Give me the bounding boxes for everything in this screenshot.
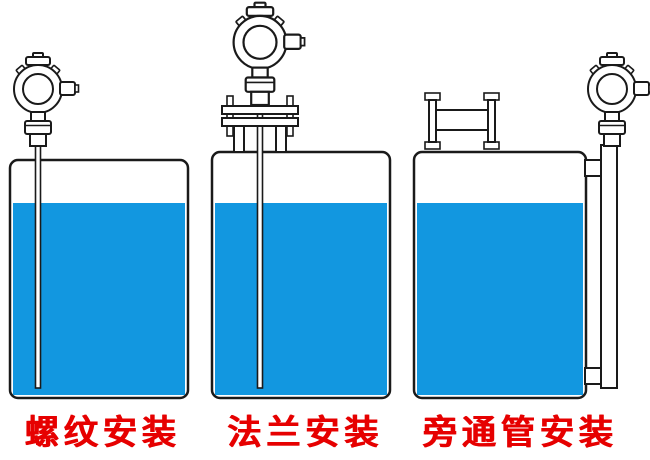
label-flange-installation: 法兰安装 xyxy=(227,414,383,452)
liquid-fill xyxy=(13,203,185,395)
mounting-nozzle xyxy=(275,125,287,153)
bypass-pipe xyxy=(584,144,618,389)
flange-plate xyxy=(221,105,299,115)
label-threaded-installation: 螺纹安装 xyxy=(24,414,181,452)
bypass-chamber xyxy=(600,144,618,389)
top-nozzle-flange xyxy=(424,92,500,150)
level-transmitter-icon xyxy=(13,52,80,147)
top-pipe xyxy=(435,109,489,131)
flange-bolt xyxy=(286,95,294,137)
flange-plate xyxy=(487,99,496,143)
tank-bypass xyxy=(412,52,650,400)
probe-rod xyxy=(256,99,264,389)
probe-rod xyxy=(34,143,42,389)
bypass-bottom-stub xyxy=(584,367,603,385)
mounting-nozzle xyxy=(233,125,245,153)
flange-bolt xyxy=(424,141,441,150)
label-bypass-installation: 旁通管安装 xyxy=(422,414,618,452)
tank-threaded xyxy=(8,52,190,400)
liquid-fill xyxy=(215,203,387,395)
flange-bolt xyxy=(483,92,500,101)
flange-plate xyxy=(221,117,299,127)
tank-flange xyxy=(210,1,392,400)
level-transmitter-icon xyxy=(587,52,650,147)
flange-bolt xyxy=(483,141,500,150)
bypass-top-stub xyxy=(584,159,603,177)
level-transmitter-icon xyxy=(232,1,306,107)
flange-bolt xyxy=(424,92,441,101)
flange-plate xyxy=(428,99,437,143)
flange-assembly xyxy=(221,95,299,153)
liquid-fill xyxy=(417,203,583,395)
flange-bolt xyxy=(226,95,234,137)
